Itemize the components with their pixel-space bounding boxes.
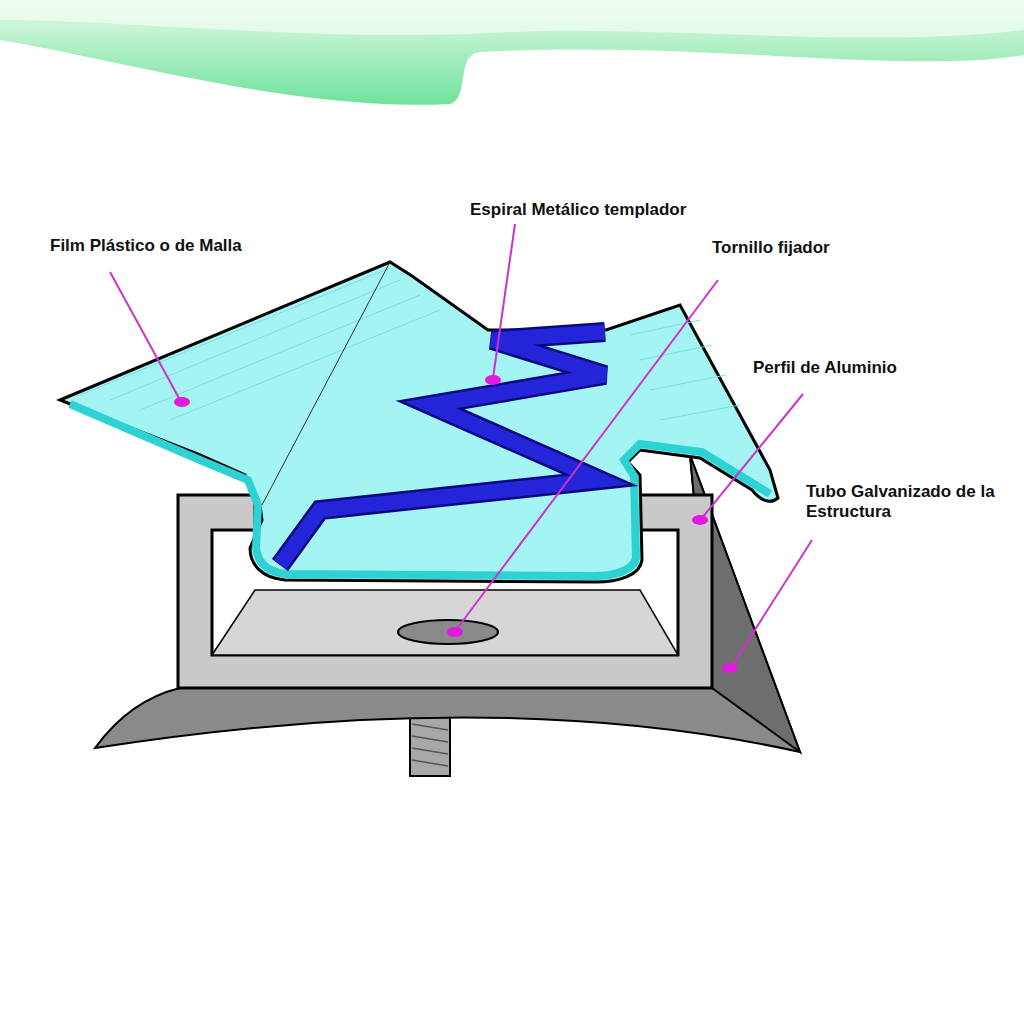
metal-spiral [280, 332, 605, 565]
header-band-light [0, 0, 1024, 37]
header-band [0, 0, 1024, 105]
spiral-outline [280, 332, 605, 565]
film-texture [80, 268, 740, 420]
label-film: Film Plástico o de Malla [50, 236, 350, 256]
label-profile: Perfil de Aluminio [753, 358, 983, 378]
film-fold [262, 262, 390, 505]
label-screw: Tornillo fijador [712, 238, 912, 258]
plastic-film [60, 262, 778, 582]
label-tube: Tubo Galvanizado de la Estructura [806, 482, 1016, 523]
profile-floor [212, 590, 678, 655]
screw-hole [398, 620, 498, 644]
label-spiral: Espiral Metálico templador [470, 200, 790, 220]
leader-lines [110, 224, 812, 673]
